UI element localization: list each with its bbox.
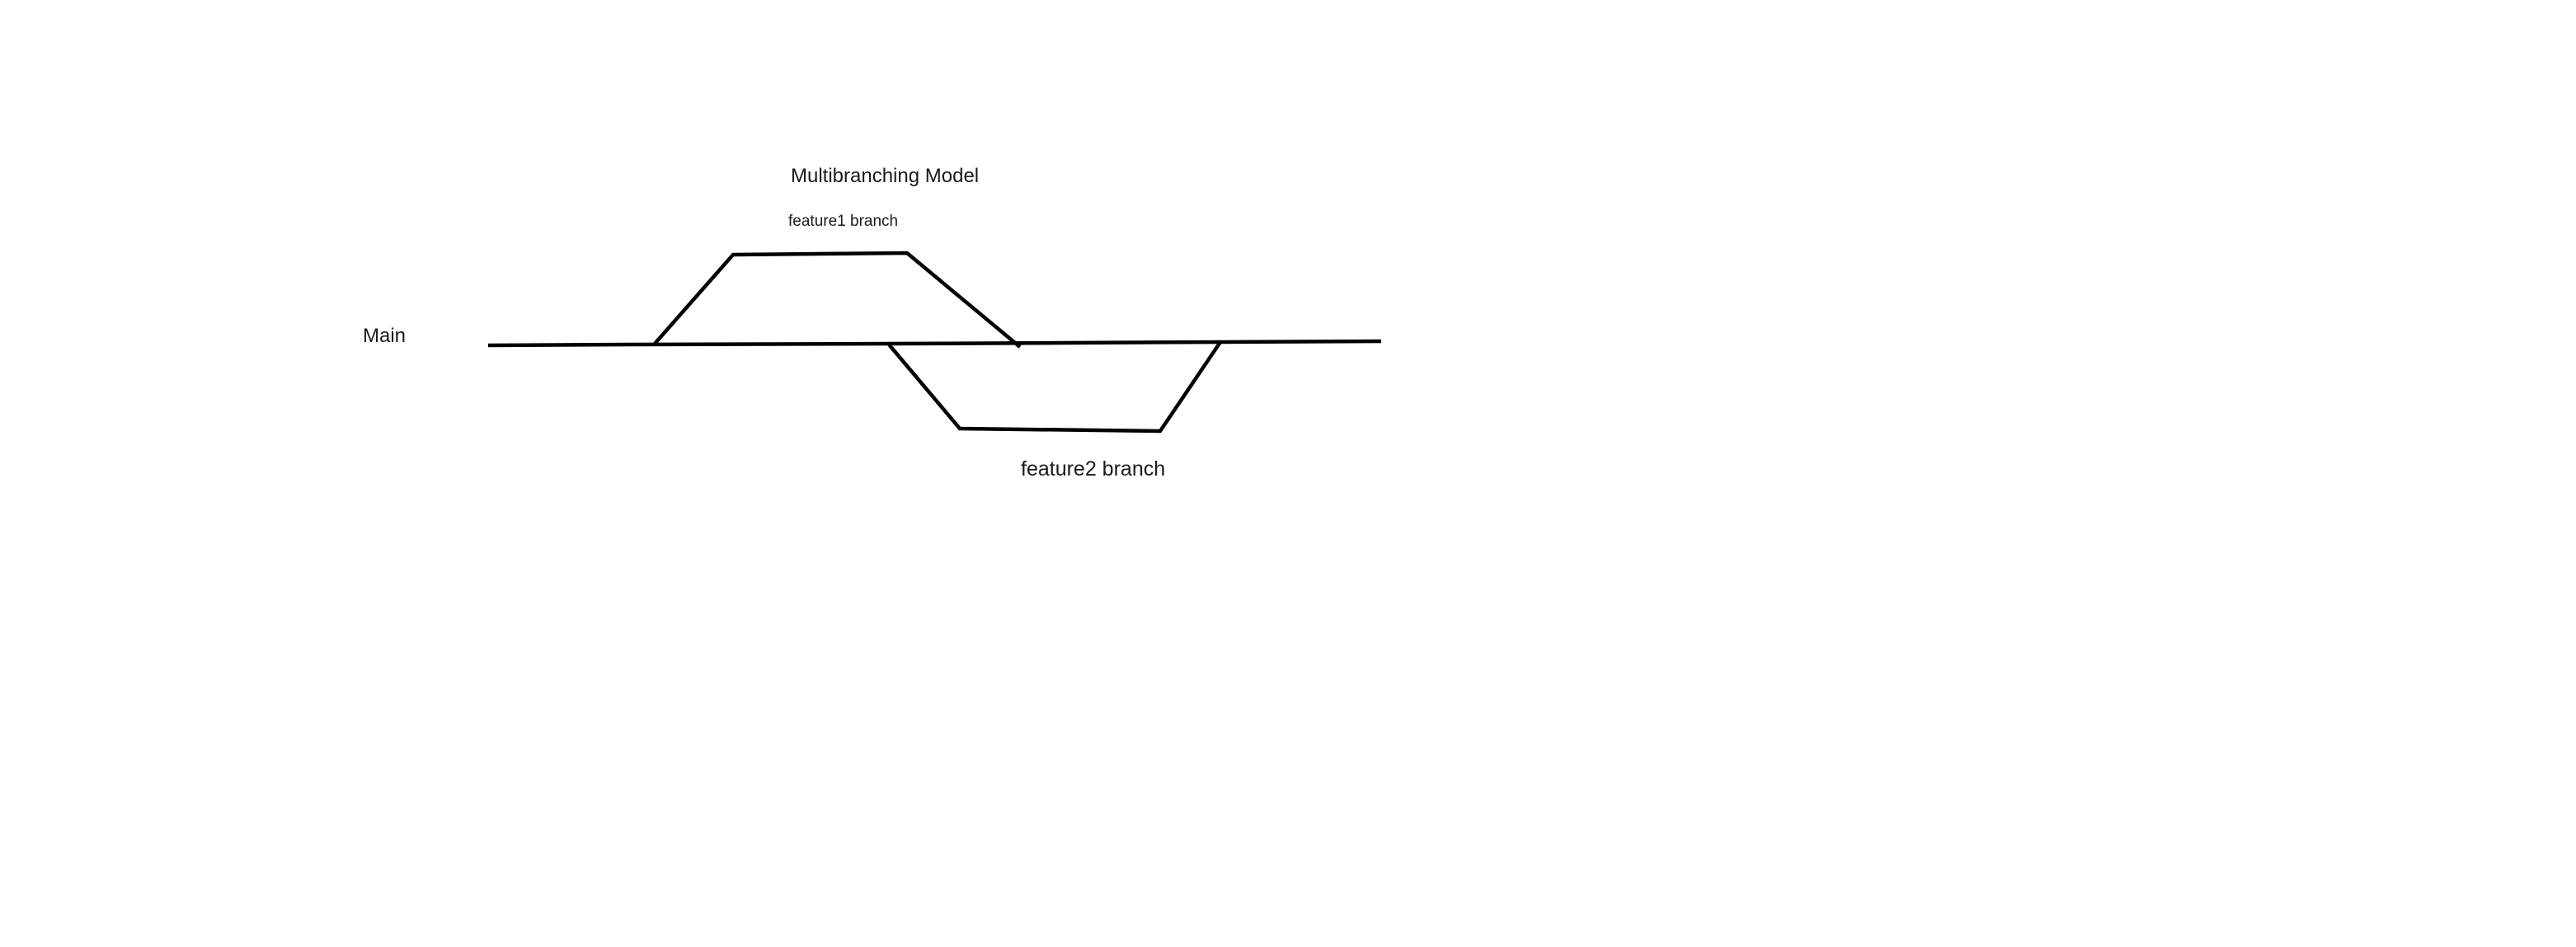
diagram-title: Multibranching Model xyxy=(791,165,980,187)
main-branch-label: Main xyxy=(363,325,407,347)
feature1-branch-label: feature1 branch xyxy=(788,213,899,230)
feature2-branch-label: feature2 branch xyxy=(1021,457,1166,481)
feature2-branch-line xyxy=(887,340,1222,434)
main-branch-line xyxy=(487,339,1382,348)
feature1-branch-line xyxy=(653,251,1022,349)
